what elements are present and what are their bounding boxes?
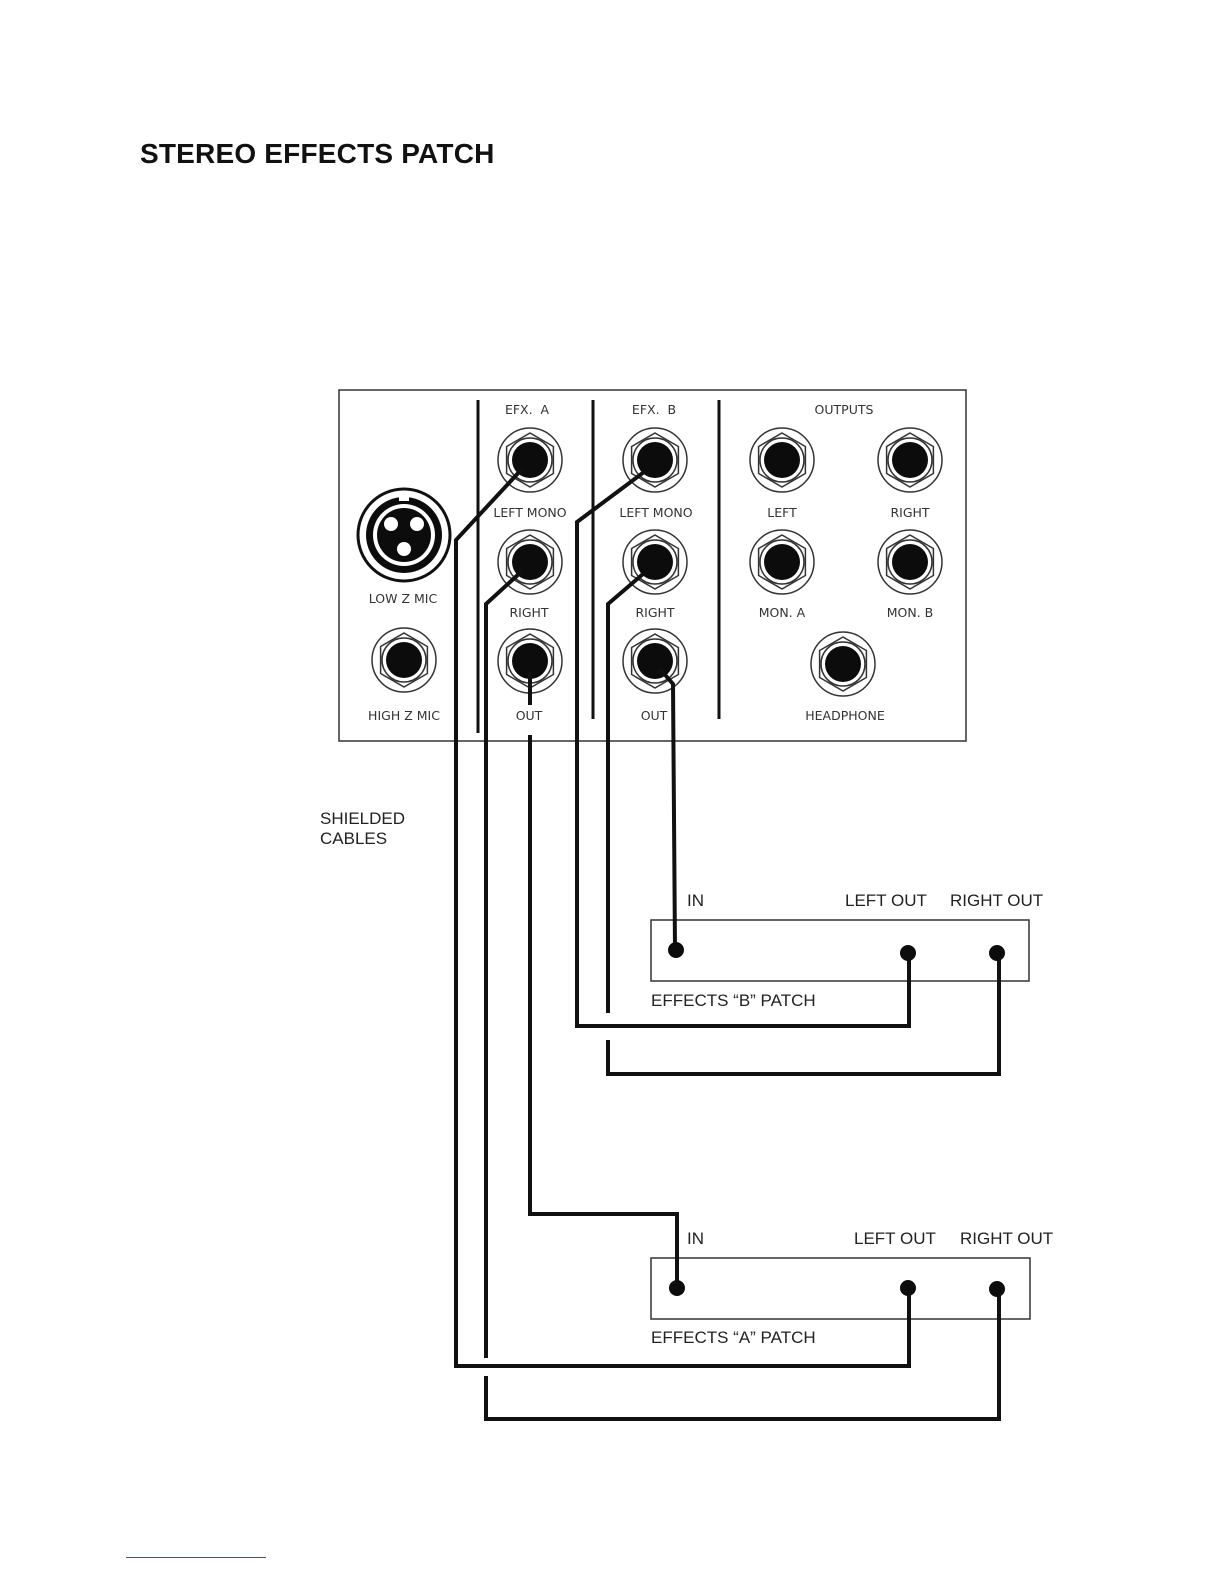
effects-b-in-label: IN	[687, 891, 704, 910]
effects-b-unit	[651, 920, 1029, 981]
efx-b-out-jack[interactable]	[623, 629, 687, 693]
outputs-heading: OUTPUTS	[815, 402, 874, 417]
mon-a-jack[interactable]	[750, 530, 814, 594]
efx-b-out-label: OUT	[641, 708, 668, 723]
mon-b-label: MON. B	[887, 605, 934, 620]
effects-b-left-out-label: LEFT OUT	[845, 891, 927, 910]
low-z-mic-xlr-jack[interactable]	[358, 489, 450, 581]
effects-b-right-out-jack-dot[interactable]	[989, 945, 1005, 961]
efx-a-right-label: RIGHT	[509, 605, 548, 620]
effects-a-unit	[651, 1258, 1030, 1319]
headphone-label: HEADPHONE	[805, 708, 885, 723]
effects-b-in-jack-dot[interactable]	[668, 942, 684, 958]
effects-a-right-out-jack-dot[interactable]	[989, 1281, 1005, 1297]
effects-a-left-out-jack-dot[interactable]	[900, 1280, 916, 1296]
headphone-jack[interactable]	[811, 632, 875, 696]
effects-b-left-out-jack-dot[interactable]	[900, 945, 916, 961]
effects-a-patch-label: EFFECTS “A” PATCH	[651, 1328, 816, 1347]
mon-a-label: MON. A	[759, 605, 806, 620]
shielded-cables-label: SHIELDED CABLES	[320, 809, 410, 848]
effects-a-in-label: IN	[687, 1229, 704, 1248]
output-right-label: RIGHT	[890, 505, 929, 520]
effects-b-patch-label: EFFECTS “B” PATCH	[651, 991, 816, 1010]
cable-efx-a-out-run	[530, 735, 677, 1288]
efx-a-left-mono-label: LEFT MONO	[493, 505, 566, 520]
high-z-mic-jack[interactable]	[372, 628, 436, 692]
output-left-label: LEFT	[767, 505, 797, 520]
footer-rule	[126, 1557, 266, 1558]
shielded-cables-line: SHIELDED	[320, 809, 405, 828]
high-z-mic-label: HIGH Z MIC	[368, 708, 440, 723]
efx-a-heading: EFX. A	[505, 402, 550, 417]
mon-b-jack[interactable]	[878, 530, 942, 594]
effects-a-in-jack-dot[interactable]	[669, 1280, 685, 1296]
efx-a-out-label: OUT	[516, 708, 543, 723]
low-z-mic-label: LOW Z MIC	[369, 591, 438, 606]
output-left-jack[interactable]	[750, 428, 814, 492]
efx-b-heading: EFX. B	[632, 402, 676, 417]
output-right-jack[interactable]	[878, 428, 942, 492]
shielded-cables-line: CABLES	[320, 829, 387, 848]
effects-a-right-out-label: RIGHT OUT	[960, 1229, 1053, 1248]
effects-b-right-out-label: RIGHT OUT	[950, 891, 1043, 910]
efx-b-right-label: RIGHT	[635, 605, 674, 620]
effects-a-left-out-label: LEFT OUT	[854, 1229, 936, 1248]
efx-b-left-mono-label: LEFT MONO	[619, 505, 692, 520]
